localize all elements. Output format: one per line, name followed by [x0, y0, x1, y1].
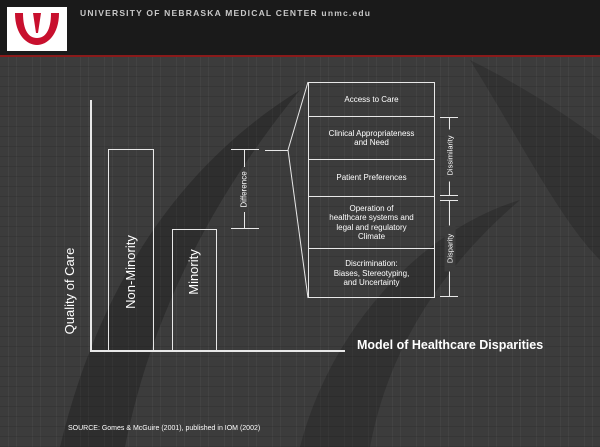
header-bar: UNIVERSITY OF NEBRASKA MEDICAL CENTER un…: [0, 0, 600, 57]
factor-stack: Access to Care Clinical Appropriateness …: [308, 82, 435, 298]
dissimilarity-bottom-tick: [440, 195, 458, 196]
factor-healthcare-systems: Operation of healthcare systems and lega…: [309, 197, 434, 249]
factor-label: Patient Preferences: [336, 173, 407, 183]
factor-discrimination: Discrimination: Biases, Stereotyping, an…: [309, 249, 434, 298]
factor-label: Operation of healthcare systems and lega…: [329, 203, 414, 242]
disparity-label: Disparity: [444, 225, 456, 272]
disparity-bottom-tick: [440, 296, 458, 297]
unmc-logo-icon: [7, 7, 67, 51]
y-axis-line: [90, 100, 92, 352]
factor-patient-preferences: Patient Preferences: [309, 160, 434, 197]
difference-top-tick: [231, 149, 259, 150]
factor-label: Access to Care: [344, 94, 399, 104]
difference-bracket-line-top: [244, 149, 245, 167]
connector-horizontal: [265, 150, 288, 151]
factor-access-to-care: Access to Care: [309, 83, 434, 117]
difference-bottom-tick: [231, 228, 259, 229]
factor-label: Clinical Appropriateness and Need: [328, 128, 415, 148]
x-axis-line: [90, 350, 345, 352]
dissimilarity-label: Dissimilarity: [444, 129, 456, 182]
factor-clinical-appropriateness: Clinical Appropriateness and Need: [309, 117, 434, 160]
bar-non-minority: [108, 149, 154, 351]
institution-name: UNIVERSITY OF NEBRASKA MEDICAL CENTER un…: [80, 8, 372, 18]
bar-minority: [172, 229, 217, 351]
source-citation: SOURCE: Gomes & McGuire (2001), publishe…: [68, 425, 261, 432]
diagram-title: Model of Healthcare Disparities: [357, 338, 544, 352]
difference-bracket-line-bottom: [244, 212, 245, 229]
factor-label: Discrimination: Biases, Stereotyping, an…: [333, 259, 410, 288]
